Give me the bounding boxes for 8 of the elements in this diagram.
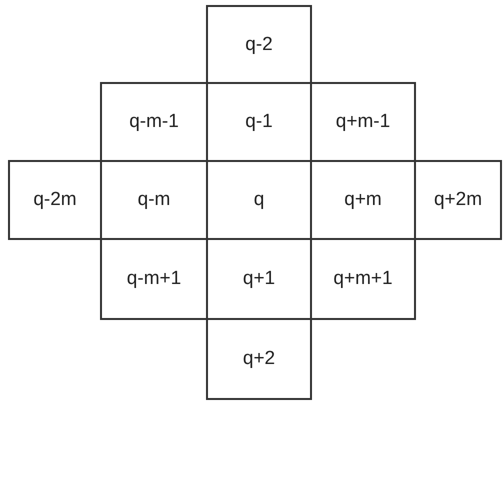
stencil-cell: q-m-1	[100, 82, 208, 162]
stencil-cell: q-2	[206, 5, 312, 84]
stencil-cell: q+m+1	[310, 238, 416, 320]
stencil-cell: q-2m	[8, 160, 102, 240]
stencil-cell: q+2	[206, 318, 312, 400]
stencil-cell: q+2m	[414, 160, 502, 240]
stencil-cell: q-m+1	[100, 238, 208, 320]
stencil-cell: q+m-1	[310, 82, 416, 162]
